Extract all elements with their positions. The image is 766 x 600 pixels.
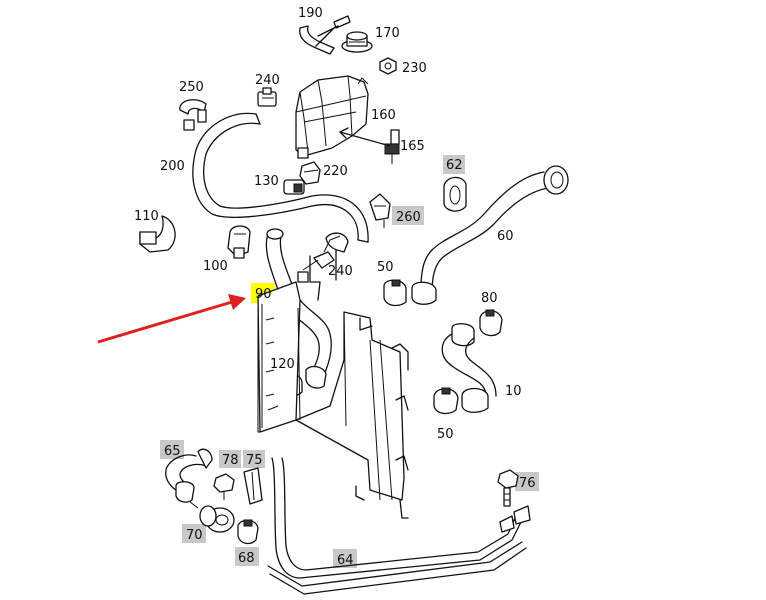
expansion-tank [295, 75, 369, 159]
tag-bg-260 [392, 206, 424, 225]
hose-190 [299, 15, 351, 55]
label-10: 10 [505, 384, 522, 399]
red-pointer-arrow [97, 294, 246, 344]
nut-230 [379, 57, 397, 75]
thermostat-70 [189, 501, 235, 533]
clip-240-top [257, 87, 277, 107]
tag-bg-65 [160, 440, 184, 459]
cap-170 [341, 31, 373, 53]
clamp-62 [443, 176, 467, 212]
bolt-76 [497, 469, 519, 507]
label-70: 70 [186, 528, 203, 543]
label-50-upper: 50 [377, 260, 394, 275]
bracket-75 [243, 467, 263, 505]
label-190: 190 [298, 6, 323, 21]
clamp-68 [237, 519, 259, 545]
sensor-78 [213, 473, 235, 500]
bracket-110 [139, 215, 176, 253]
clamp-130 [283, 179, 305, 195]
label-160: 160 [371, 108, 396, 123]
label-120: 120 [270, 357, 295, 372]
pipes-64 [267, 457, 531, 595]
label-50-lower: 50 [437, 427, 454, 442]
label-64: 64 [337, 553, 354, 568]
label-260: 260 [396, 210, 421, 225]
clamp-250 [179, 99, 207, 131]
label-80: 80 [481, 291, 498, 306]
label-75: 75 [246, 453, 263, 468]
label-250: 250 [179, 80, 204, 95]
label-130: 130 [254, 174, 279, 189]
label-220: 220 [323, 164, 348, 179]
tag-bg-62 [443, 155, 465, 174]
sensor-165 [339, 127, 400, 164]
label-110: 110 [134, 209, 159, 224]
label-76: 76 [519, 476, 536, 491]
label-65: 65 [164, 444, 181, 459]
label-240-top: 240 [255, 73, 280, 88]
tag-bg-70 [182, 524, 206, 543]
label-165: 165 [400, 139, 425, 154]
bracket-260 [369, 193, 391, 228]
hose-60 [411, 165, 569, 305]
tag-bg-68 [235, 547, 259, 566]
label-170: 170 [375, 26, 400, 41]
tag-bg-78 [219, 450, 241, 468]
hose-10 [441, 323, 497, 413]
tag-bg-76 [515, 472, 539, 491]
label-68: 68 [238, 551, 255, 566]
label-62: 62 [446, 158, 463, 173]
radiator [257, 249, 409, 519]
label-60: 60 [497, 229, 514, 244]
hose-200 [192, 112, 369, 253]
label-200: 200 [160, 159, 185, 174]
label-230: 230 [402, 61, 427, 76]
clamp-50-lower [433, 387, 459, 415]
bracket-100 [227, 225, 251, 259]
label-100: 100 [203, 259, 228, 274]
label-90: 90 [255, 287, 272, 302]
tag-bg-75 [243, 450, 265, 468]
grommet-220 [299, 161, 321, 185]
clamp-50-upper [383, 279, 407, 307]
label-240-mid: 240 [328, 264, 353, 279]
tag-bg-64 [333, 549, 357, 568]
hose-65 [165, 448, 213, 503]
label-78: 78 [222, 453, 239, 468]
clamp-80 [479, 309, 503, 337]
